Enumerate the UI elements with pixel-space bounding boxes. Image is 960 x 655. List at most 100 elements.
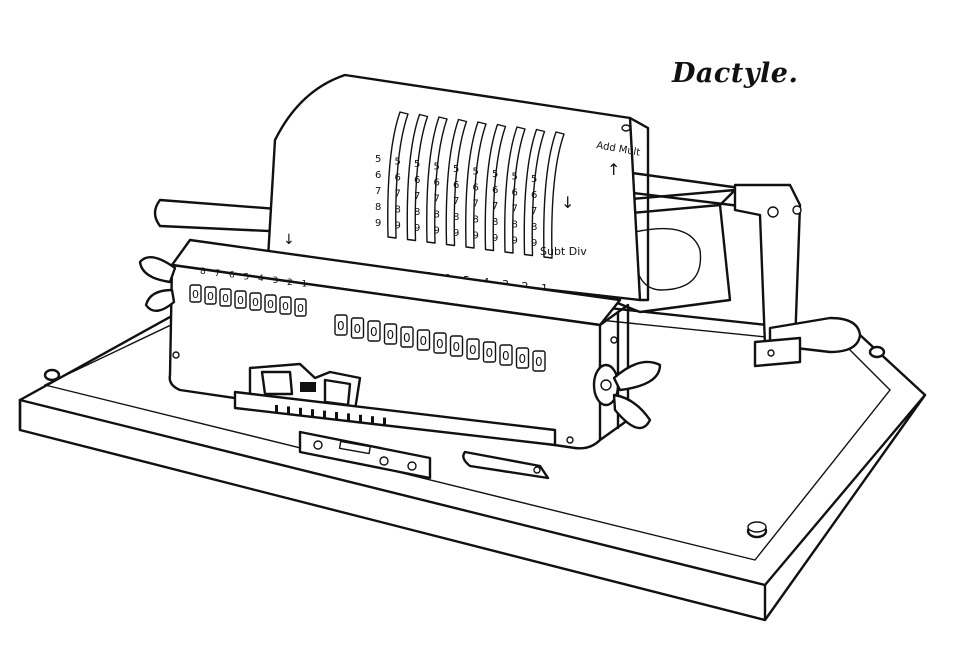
slot-digit: 6 [434, 178, 440, 189]
svg-text:↓: ↓ [283, 232, 295, 248]
slot-digit: 6 [395, 173, 401, 184]
slot-digit: 8 [531, 222, 537, 233]
slide-tick [323, 410, 326, 418]
result-digit: 0 [354, 322, 362, 336]
result-digit: 0 [469, 343, 477, 357]
slot-digit: 6 [473, 183, 479, 194]
setting-slot[interactable]: 5 6 7 8 9 [492, 126, 526, 254]
slot-digit: 5 [492, 169, 498, 180]
slot-digit: 7 [375, 186, 381, 197]
counter-digit: 0 [207, 290, 214, 303]
slot-digit: 9 [492, 233, 498, 244]
result-digit: 0 [453, 340, 461, 354]
counter-window: 0 [264, 294, 277, 313]
result-window: 0 [433, 332, 447, 354]
counter-digit: 0 [192, 288, 199, 301]
result-digit: 0 [519, 352, 527, 366]
setting-slot[interactable]: 5 6 7 8 9 [473, 123, 507, 252]
result-digit: 0 [420, 334, 428, 348]
counter-digit: 0 [297, 302, 304, 315]
slot-digit: 5 [531, 174, 537, 185]
slot-digit: 5 [414, 159, 420, 170]
up-arrow-icon: ↑ [607, 160, 620, 179]
slot-digit: 5 [512, 172, 518, 183]
slot-digit: 7 [473, 199, 479, 210]
slot-digit: 5 [395, 157, 401, 168]
slot-digit: 6 [512, 188, 518, 199]
slide-tick [371, 416, 374, 424]
result-digit: 0 [502, 349, 510, 363]
slide-tick [275, 405, 278, 412]
slot-digit: 8 [375, 202, 381, 213]
counter-position-digit: 5 [244, 272, 250, 282]
counter-position-digit: 8 [200, 267, 206, 277]
slide-tick [311, 409, 314, 417]
counter-window: 0 [294, 298, 307, 317]
counter-digit: 0 [252, 296, 259, 309]
counter-position-digit: 6 [229, 271, 235, 281]
counter-window: 0 [189, 284, 202, 303]
side-slider [462, 450, 550, 480]
slide-tick [347, 413, 350, 421]
counter-digit: 0 [282, 300, 289, 313]
slot-digit: 6 [492, 185, 498, 196]
slot-digit: 7 [414, 191, 420, 202]
result-digit: 0 [535, 355, 543, 369]
slot-digit: 6 [453, 180, 459, 191]
base-screw [43, 368, 61, 382]
slot-digit: 9 [395, 221, 401, 232]
left-wing-nut [138, 256, 177, 312]
slide-plate [233, 390, 557, 447]
counter-window: 0 [204, 286, 217, 305]
slide-tick [359, 414, 362, 422]
carriage-handle [153, 198, 292, 234]
slot-digit: 8 [434, 210, 440, 221]
slide-tick [287, 406, 290, 414]
result-digit: 0 [403, 331, 411, 345]
result-digit: 0 [486, 346, 494, 360]
result-window: 0 [515, 347, 530, 369]
slide-tick [383, 417, 386, 425]
counter-position-digit: 3 [273, 276, 279, 286]
slot-digit: 6 [531, 190, 537, 201]
slot-digit: 9 [531, 238, 537, 249]
slot-digit: 6 [375, 170, 381, 181]
counter-position-digit: 2 [287, 278, 293, 288]
counter-position-digit: 7 [215, 269, 221, 279]
right-wing-nut [592, 360, 662, 430]
setting-slot[interactable]: 5 6 7 8 9 [414, 116, 448, 244]
slot-digit: 7 [531, 206, 537, 217]
slot-digit: 7 [395, 189, 401, 200]
result-window: 0 [466, 338, 480, 360]
setting-slot[interactable]: 5 6 7 8 9 [531, 131, 565, 259]
slot-digit: 5 [434, 162, 440, 173]
slot-digit: 8 [473, 215, 479, 226]
slot-digit: 7 [492, 201, 498, 212]
slot-digit: 9 [414, 223, 420, 234]
slide-tick [335, 412, 338, 419]
slot-digit: 7 [512, 204, 518, 215]
slot-digit: 8 [512, 220, 518, 231]
result-digit: 0 [436, 337, 444, 351]
counter-digit: 0 [267, 298, 274, 311]
setting-slot[interactable]: 5 6 7 8 9 [375, 111, 409, 239]
slot-digit: 5 [453, 164, 459, 175]
result-window: 0 [383, 323, 398, 345]
result-window: 0 [482, 341, 497, 363]
counter-digit: 0 [237, 294, 244, 307]
slot-digit: 9 [434, 226, 440, 237]
setting-slot[interactable]: 5 6 7 8 9 [395, 113, 429, 242]
result-window: 0 [532, 350, 546, 372]
result-window: 0 [350, 317, 365, 339]
counter-position-digit: 1 [302, 280, 308, 290]
slot-digit: 8 [395, 205, 401, 216]
result-window: 0 [334, 314, 348, 336]
setting-slot[interactable]: 5 6 7 8 9 [512, 128, 546, 257]
result-window: 0 [416, 329, 431, 351]
result-digit: 0 [337, 319, 345, 333]
